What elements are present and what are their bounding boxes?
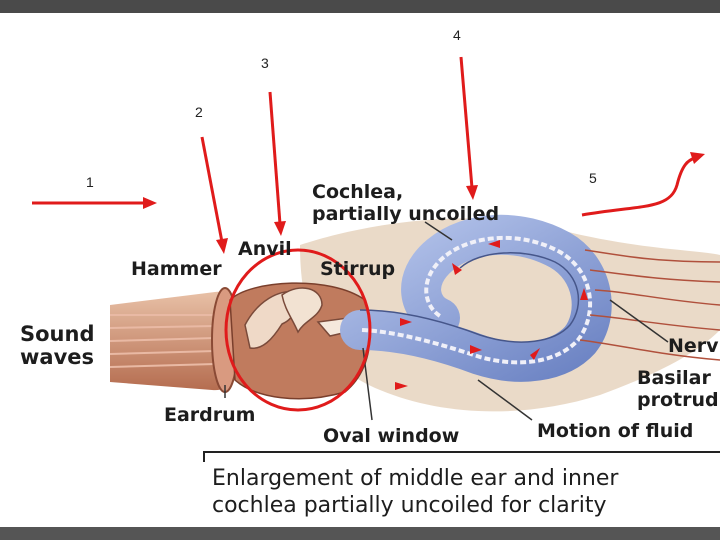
middle-ear-highlight-circle <box>224 248 372 412</box>
label-leader-lines <box>224 221 669 421</box>
label-sound-waves-line1: Sound <box>20 322 95 346</box>
marker-1: 1 <box>86 174 94 190</box>
fluid-motion-arrows <box>395 240 588 390</box>
tissue-background <box>300 218 720 412</box>
label-eardrum: Eardrum <box>164 404 256 426</box>
caption-line1: Enlargement of middle ear and inner <box>212 466 619 491</box>
diagram-caption: Enlargement of middle ear and inner coch… <box>212 465 618 519</box>
label-sound-waves-line2: waves <box>20 345 95 369</box>
label-anvil: Anvil <box>238 238 292 260</box>
label-oval-window: Oval window <box>323 425 460 447</box>
caption-line2: cochlea partially uncoiled for clarity <box>212 493 607 518</box>
label-motion-of-fluid: Motion of fluid <box>537 420 694 442</box>
caption-bracket <box>203 451 720 462</box>
label-cochlea-line1: Cochlea, <box>312 181 404 203</box>
marker-5: 5 <box>589 170 597 186</box>
label-stirrup: Stirrup <box>320 258 396 280</box>
annotation-arrows <box>32 56 705 254</box>
cochlea-outline <box>359 252 580 343</box>
label-cochlea-line2: partially uncoiled <box>312 203 500 225</box>
label-hammer: Hammer <box>131 258 222 280</box>
marker-2: 2 <box>195 104 203 120</box>
marker-3: 3 <box>261 55 269 71</box>
label-basilar-line1: Basilar <box>637 367 711 389</box>
marker-4: 4 <box>453 27 461 43</box>
top-frame-bar <box>0 0 720 13</box>
label-basilar-line2: protrud <box>637 389 719 411</box>
basilar-membrane <box>361 235 593 365</box>
anvil-bone <box>281 287 323 334</box>
label-nerve: Nerv <box>668 335 719 357</box>
sound-wave-lines <box>109 314 216 368</box>
nerve-fibers <box>579 249 720 361</box>
bottom-frame-bar <box>0 527 720 540</box>
